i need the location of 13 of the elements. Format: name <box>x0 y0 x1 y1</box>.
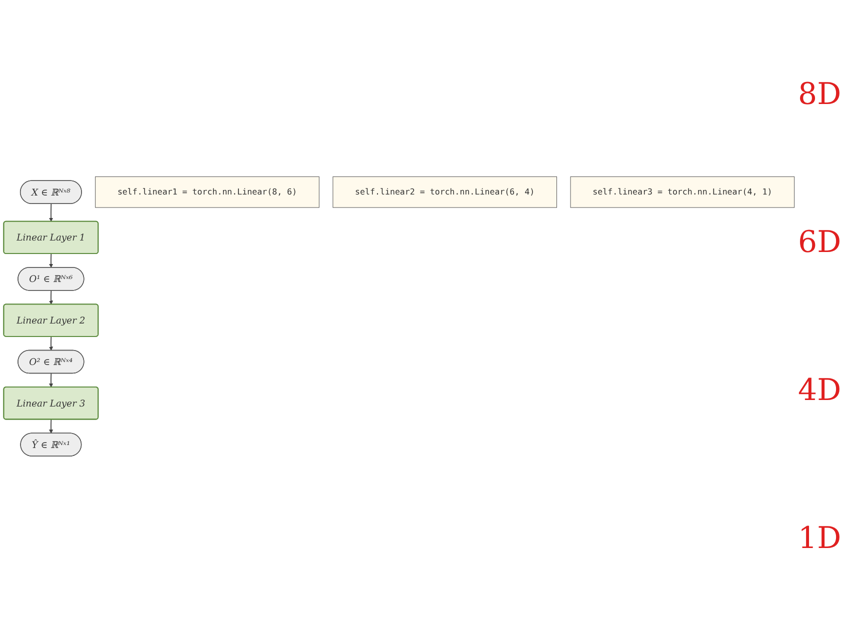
arrow <box>49 253 54 268</box>
handwritten-note: 4D <box>798 373 842 408</box>
arrow <box>49 203 54 222</box>
handwritten-note: 6D <box>798 224 842 260</box>
node-box: self.linear1 = torch.nn.Linear(8, 6) <box>95 176 320 208</box>
arrow <box>49 290 54 305</box>
handwritten-note: 1D <box>798 521 842 556</box>
node-box: self.linear2 = torch.nn.Linear(6, 4) <box>332 176 557 208</box>
arrow <box>49 419 54 434</box>
arrow <box>49 373 54 388</box>
node-box: self.linear3 = torch.nn.Linear(4, 1) <box>570 176 795 208</box>
arrow <box>49 336 54 351</box>
handwritten-note: 8D <box>798 76 842 112</box>
